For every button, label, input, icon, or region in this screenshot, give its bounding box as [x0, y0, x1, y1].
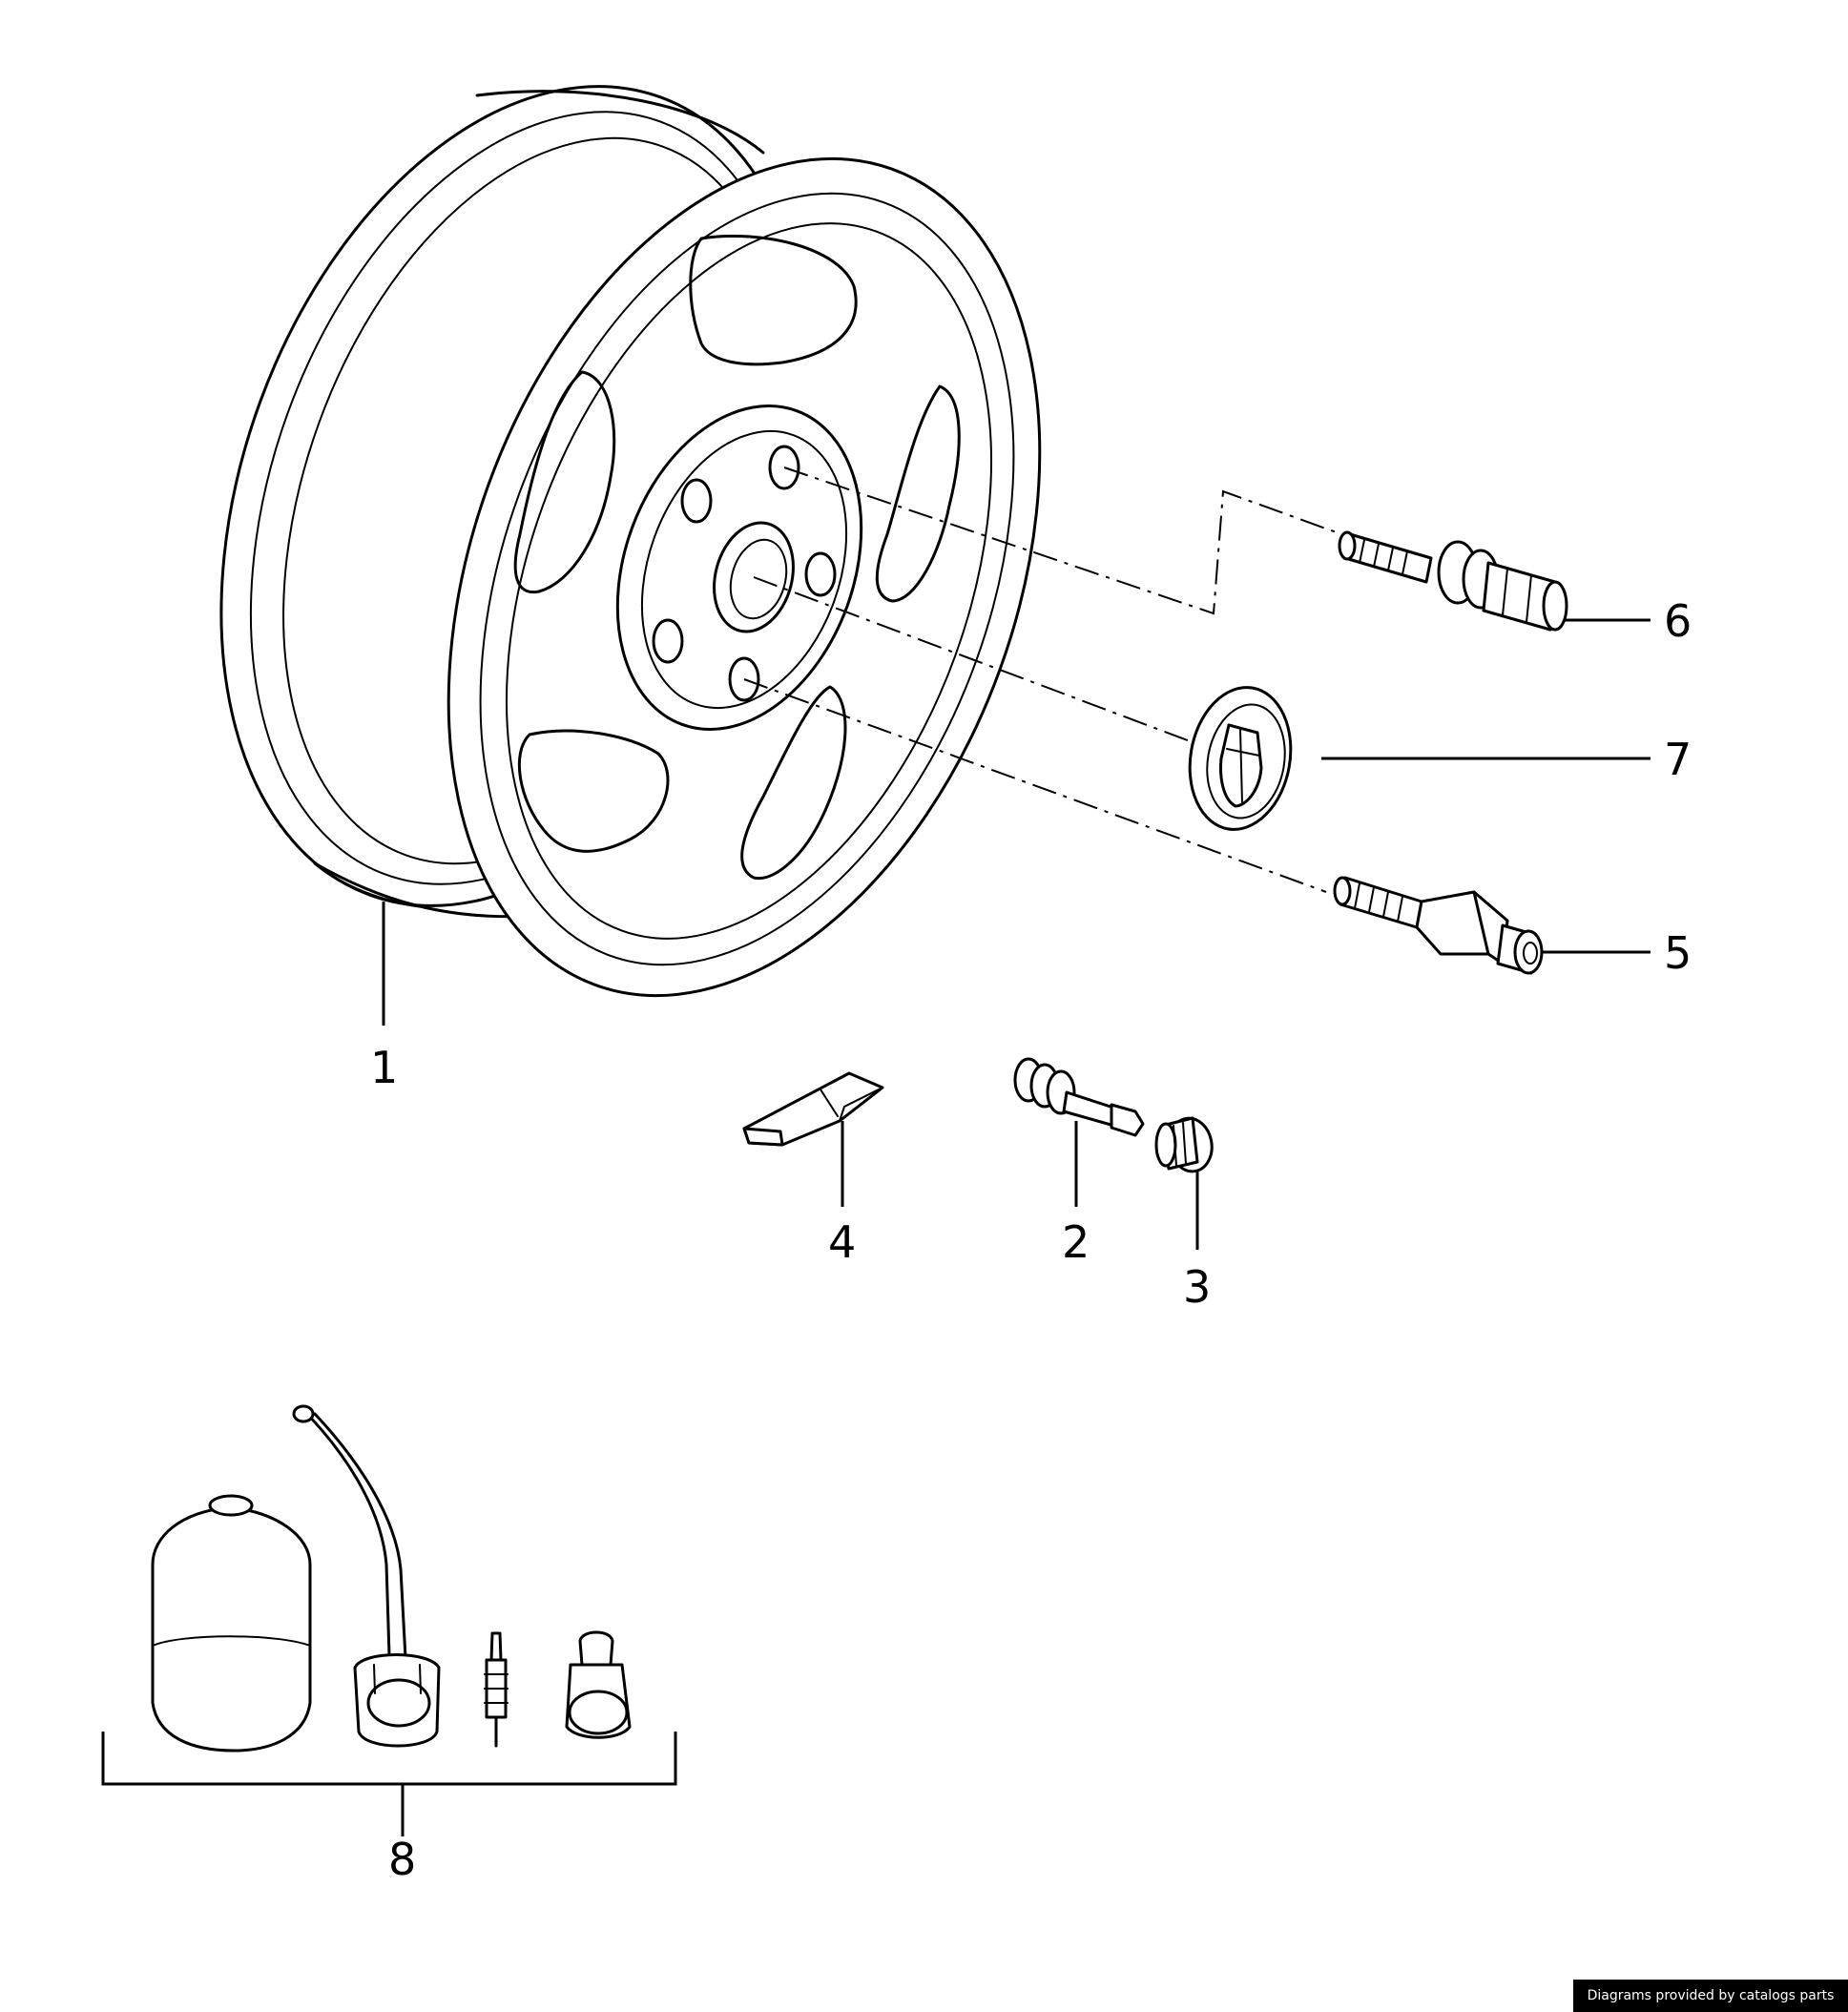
- callout-4: 4: [828, 1216, 856, 1268]
- callout-labels: 1 2 3 4 5 6 7 8: [370, 595, 1692, 1885]
- callout-2: 2: [1062, 1216, 1090, 1268]
- callout-6: 6: [1664, 595, 1692, 647]
- credit-banner: Diagrams provided by catalogs parts: [1573, 1980, 1848, 2012]
- callout-8: 8: [388, 1834, 416, 1885]
- callout-5: 5: [1664, 927, 1692, 979]
- tire-repair-kit-icon: [101, 1404, 677, 1836]
- callout-7: 7: [1664, 734, 1692, 785]
- valve-cap-icon: [1154, 1116, 1214, 1173]
- balance-weight-icon: [742, 1071, 884, 1147]
- leader-lines: [382, 618, 1651, 1250]
- callout-1: 1: [370, 1042, 398, 1093]
- lug-bolt-icon: [1338, 530, 1568, 632]
- center-cap-crest-icon: [1188, 686, 1293, 831]
- assembly-lines: [743, 467, 1356, 893]
- valve-stem-icon: [1013, 1057, 1145, 1137]
- wheel-rim-icon: [219, 85, 1042, 998]
- wheel-bolt-icon: [1333, 876, 1544, 975]
- callout-3: 3: [1183, 1261, 1211, 1313]
